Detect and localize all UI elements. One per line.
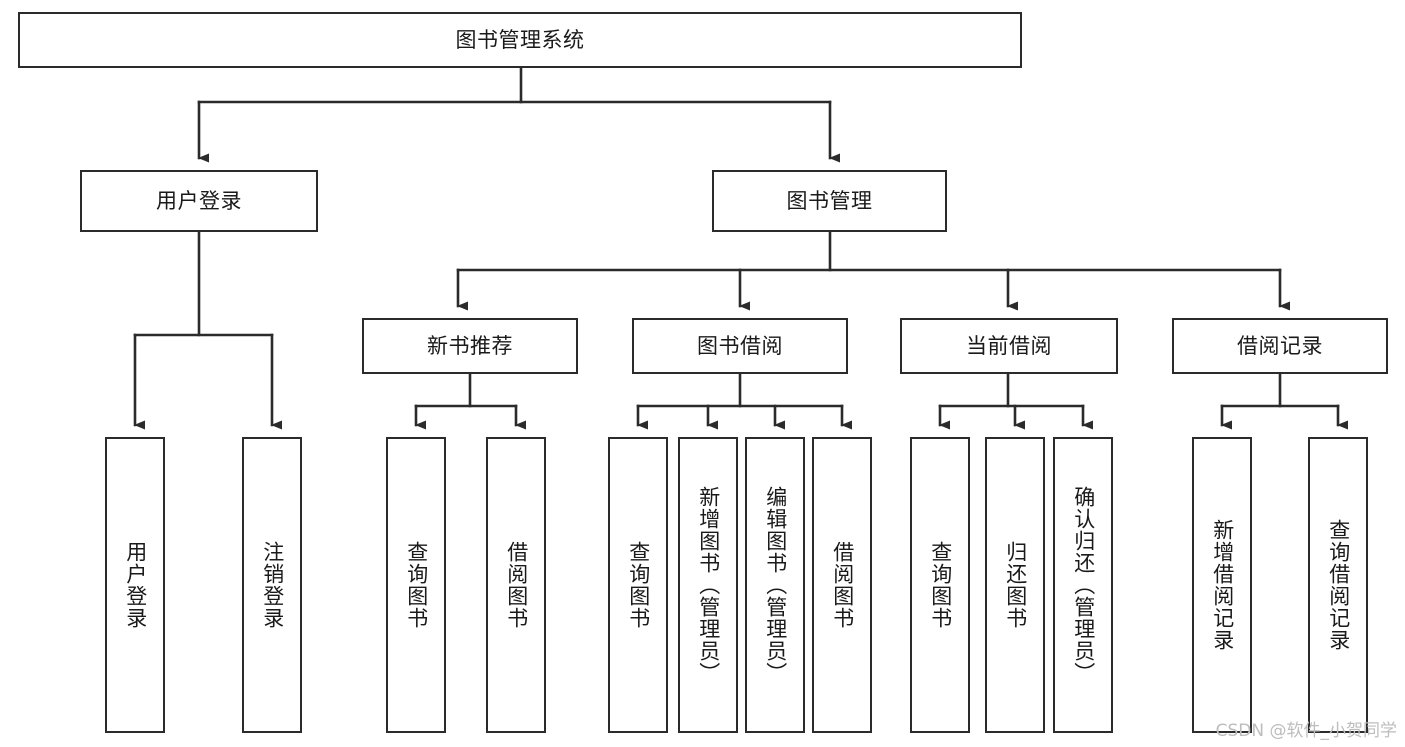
connector-lines: [133, 66, 1348, 430]
csdn-watermark: CSDN @软件_小贺同学: [1215, 721, 1397, 741]
node-root-book-management-system[interactable]: 图书管理系统: [18, 12, 1022, 68]
node-label: 新书推荐: [427, 333, 513, 358]
node-leaf-return-book[interactable]: 归还图书: [985, 437, 1045, 733]
node-label: 注销登录: [260, 541, 285, 629]
node-label: 借阅图书: [504, 541, 529, 629]
node-book-borrow[interactable]: 图书借阅: [632, 318, 848, 374]
node-label: 图书借阅: [697, 333, 783, 358]
node-leaf-query-book-2[interactable]: 查询图书: [608, 437, 668, 733]
node-label: 新增图书（管理员）: [696, 486, 721, 684]
node-borrow-record[interactable]: 借阅记录: [1172, 318, 1388, 374]
node-leaf-borrow-book-2[interactable]: 借阅图书: [812, 437, 872, 733]
node-book-manage[interactable]: 图书管理: [712, 170, 947, 232]
node-label: 确认归还（管理员）: [1071, 486, 1096, 684]
node-label: 归还图书: [1003, 541, 1028, 629]
node-user-login[interactable]: 用户登录: [80, 170, 318, 232]
node-label: 查询借阅记录: [1326, 519, 1351, 651]
node-label: 图书管理: [786, 188, 873, 213]
node-new-book-recommend[interactable]: 新书推荐: [362, 318, 578, 374]
node-label: 借阅图书: [830, 541, 855, 629]
node-label: 用户登录: [156, 188, 242, 213]
node-leaf-query-book-1[interactable]: 查询图书: [386, 437, 446, 733]
node-label: 查询图书: [626, 541, 651, 629]
node-label: 查询图书: [404, 541, 429, 629]
node-label: 当前借阅: [966, 333, 1052, 358]
node-label: 用户登录: [123, 541, 148, 629]
node-label: 借阅记录: [1237, 333, 1323, 358]
node-leaf-query-book-3[interactable]: 查询图书: [910, 437, 970, 733]
node-leaf-add-book[interactable]: 新增图书（管理员）: [678, 437, 738, 733]
node-leaf-add-record[interactable]: 新增借阅记录: [1192, 437, 1252, 733]
node-leaf-user-logout[interactable]: 注销登录: [242, 437, 302, 733]
node-leaf-borrow-book-1[interactable]: 借阅图书: [486, 437, 546, 733]
node-label: 图书管理系统: [455, 27, 585, 52]
node-current-borrow[interactable]: 当前借阅: [900, 318, 1118, 374]
node-label: 编辑图书（管理员）: [763, 486, 788, 684]
node-label: 查询图书: [928, 541, 953, 629]
node-leaf-user-login[interactable]: 用户登录: [105, 437, 165, 733]
node-leaf-edit-book[interactable]: 编辑图书（管理员）: [745, 437, 805, 733]
node-leaf-query-record[interactable]: 查询借阅记录: [1308, 437, 1368, 733]
node-leaf-confirm-return[interactable]: 确认归还（管理员）: [1053, 437, 1113, 733]
node-label: 新增借阅记录: [1210, 519, 1235, 651]
